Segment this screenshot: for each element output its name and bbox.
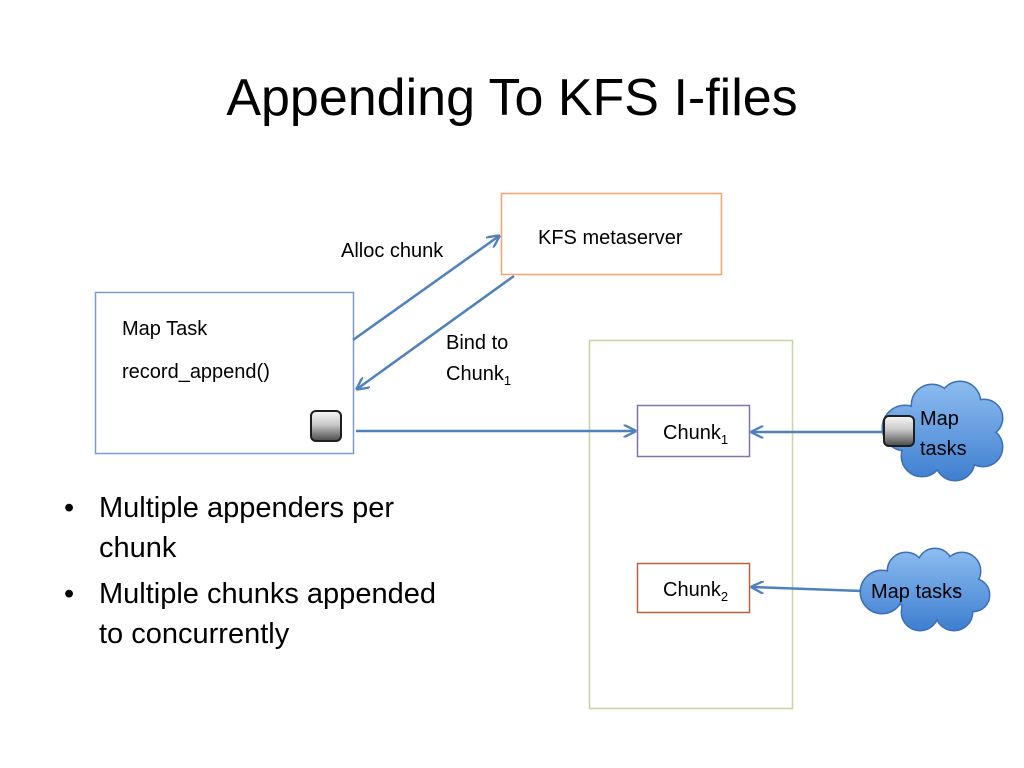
slide-title: Appending To KFS I-files	[226, 69, 798, 127]
bullet-dot: •	[64, 578, 75, 610]
bullet-item: • Multiple chunks appended to concurrent…	[64, 574, 454, 654]
chunk1-label-subscript: 1	[721, 432, 728, 447]
metaserver-label: KFS metaserver	[538, 227, 683, 249]
bind-to-label-line1: Bind to	[446, 332, 508, 354]
alloc-chunk-label: Alloc chunk	[341, 240, 444, 262]
alloc-chunk-arrow	[352, 236, 499, 342]
bind-to-label-chunk: Chunk	[446, 363, 505, 385]
gray-square-icon	[883, 415, 915, 447]
bullet-dot: •	[64, 492, 75, 524]
chunk2-label: Chunk2	[663, 579, 728, 604]
chunk1-label-text: Chunk	[663, 422, 722, 444]
cloud1-label-line2: tasks	[920, 438, 967, 460]
cloud-fill-part	[966, 400, 1002, 436]
cloud-fill-part	[915, 402, 975, 462]
chunk1-box	[636, 404, 751, 458]
chunk2-label-text: Chunk	[663, 579, 722, 601]
bullet-item: • Multiple appenders per chunk	[64, 488, 454, 568]
map-tasks-cloud-2	[859, 547, 991, 632]
bind-to-label-subscript: 1	[504, 373, 511, 388]
chunk2-box	[636, 562, 751, 614]
map-task-title: Map Task	[122, 318, 208, 340]
bind-to-label-line2: Chunk1	[446, 363, 511, 388]
chunk2-label-subscript: 2	[721, 589, 728, 604]
map-tasks-cloud-1	[881, 380, 1004, 482]
gray-square-icon	[310, 410, 342, 442]
cloud-fill-part	[899, 564, 955, 620]
bullet-text: Multiple chunks appended to concurrently	[99, 578, 436, 650]
bullet-text: Multiple appenders per chunk	[99, 492, 395, 564]
chunk1-label: Chunk1	[663, 422, 728, 447]
cloud1-label-line1: Map	[920, 408, 959, 430]
cloud2-to-chunk2-arrow	[752, 587, 863, 591]
chunkserver-container	[588, 339, 794, 710]
bullet-list: • Multiple appenders per chunk • Multipl…	[64, 488, 454, 654]
metaserver-box	[500, 192, 723, 276]
cloud2-label: Map tasks	[871, 581, 962, 603]
bind-to-chunk-arrow	[357, 274, 515, 389]
map-task-call: record_append()	[122, 361, 270, 383]
